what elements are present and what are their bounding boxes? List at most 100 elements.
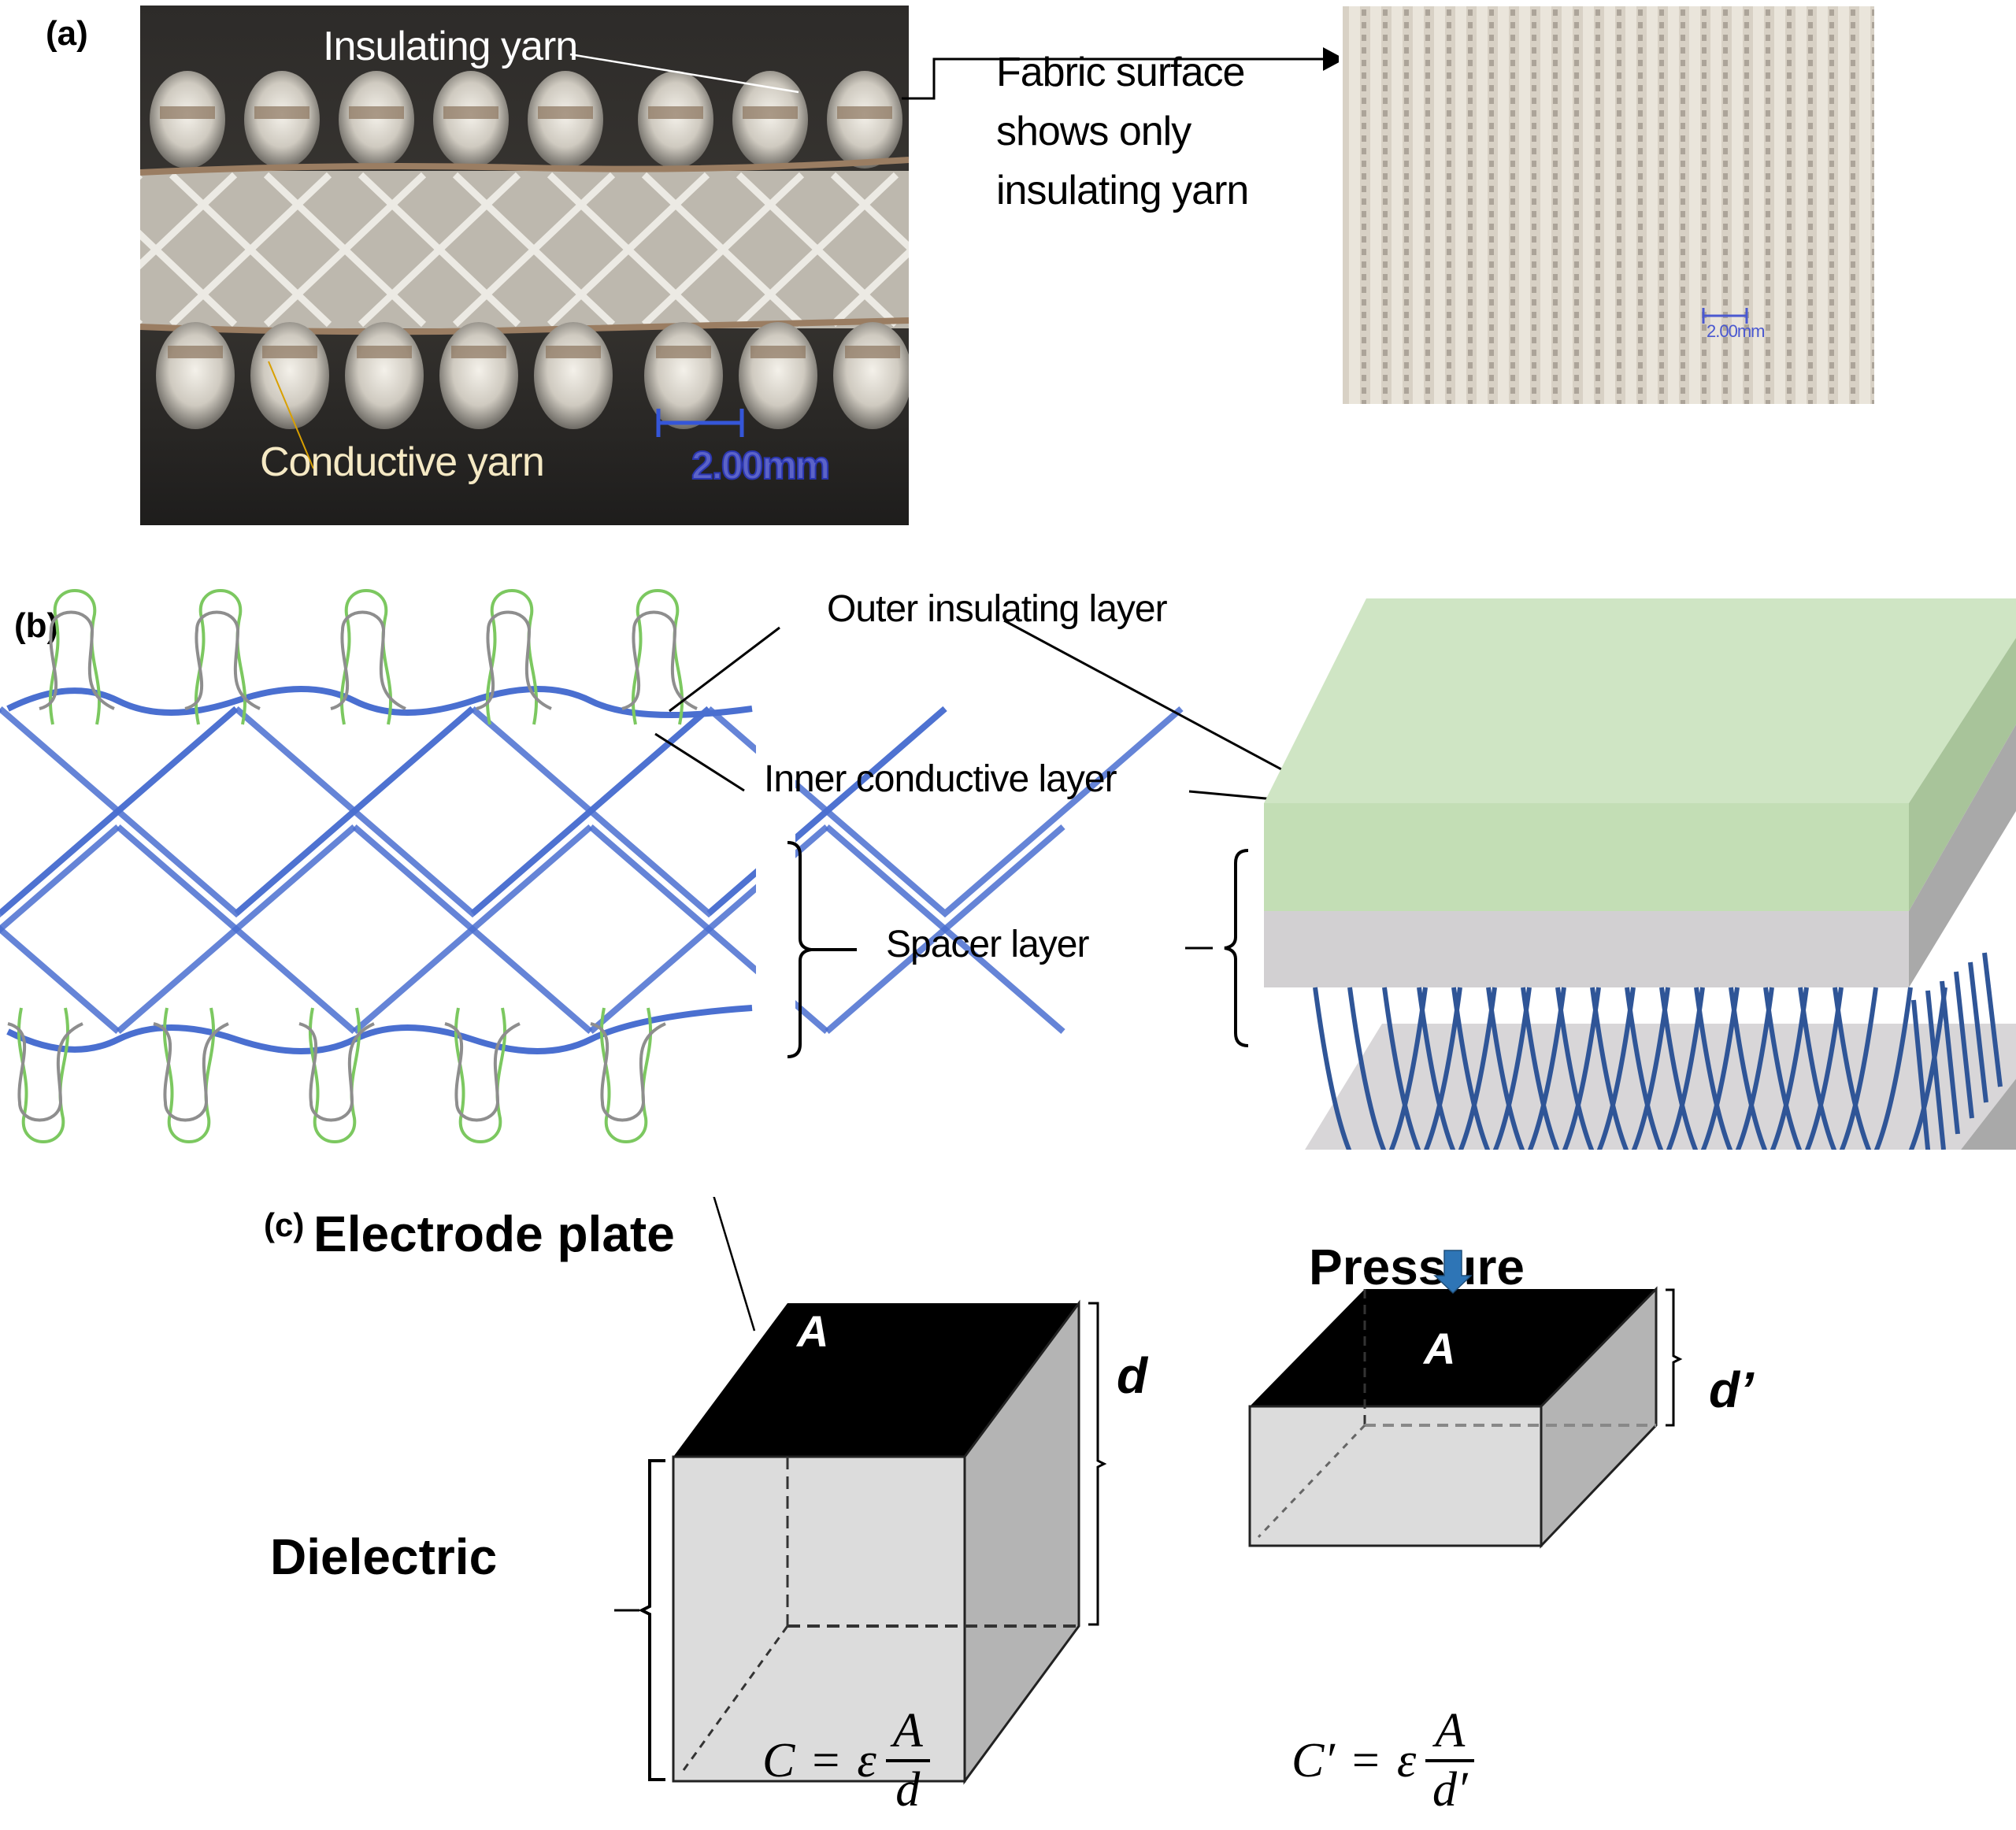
surface-gap-dot bbox=[1659, 299, 1664, 306]
surface-gap-dot bbox=[1510, 261, 1515, 268]
surface-gap-dot bbox=[1723, 110, 1728, 117]
surface-gap-dot bbox=[1851, 400, 1855, 404]
surface-rib bbox=[1859, 6, 1870, 404]
surface-gap-dot bbox=[1447, 362, 1451, 369]
surface-gap-dot bbox=[1617, 350, 1621, 356]
surface-gap-dot bbox=[1659, 148, 1664, 154]
surface-gap-dot bbox=[1574, 387, 1579, 394]
surface-gap-dot bbox=[1595, 186, 1600, 192]
surface-gap-dot bbox=[1447, 249, 1451, 255]
surface-scale-bar bbox=[1702, 308, 1748, 324]
layered-structure-3d bbox=[1264, 598, 2016, 1150]
surface-gap-dot bbox=[1553, 9, 1558, 16]
surface-gap-dot bbox=[1744, 173, 1749, 180]
surface-gap-dot bbox=[1425, 287, 1430, 293]
spacer-fiber bbox=[0, 824, 120, 934]
surface-gap-dot bbox=[1659, 287, 1664, 293]
surface-gap-dot bbox=[1468, 324, 1473, 331]
surface-gap-dot bbox=[1808, 85, 1813, 91]
surface-gap-dot bbox=[1787, 110, 1792, 117]
surface-gap-dot bbox=[1851, 123, 1855, 129]
surface-gap-dot bbox=[1851, 324, 1855, 331]
surface-gap-dot bbox=[1766, 350, 1770, 356]
formula-denominator: d bbox=[895, 1763, 921, 1817]
surface-gap-dot bbox=[1681, 249, 1685, 255]
spacer-fiber-loop bbox=[1625, 987, 1740, 1150]
surface-gap-dot bbox=[1744, 211, 1749, 217]
outer-insulating-loop bbox=[454, 1007, 506, 1143]
surface-gap-dot bbox=[1681, 123, 1685, 129]
surface-gap-dot bbox=[1829, 211, 1834, 217]
surface-gap-dot bbox=[1383, 387, 1388, 394]
surface-gap-dot bbox=[1808, 236, 1813, 243]
surface-gap-dot bbox=[1617, 375, 1621, 381]
surface-gap-dot bbox=[1638, 375, 1643, 381]
spacer-fiber-strand bbox=[1925, 990, 1946, 1150]
conductive-yarn-segment bbox=[349, 106, 404, 119]
surface-gap-dot bbox=[1851, 98, 1855, 104]
surface-gap-dot bbox=[1638, 72, 1643, 79]
surface-gap-dot bbox=[1383, 362, 1388, 369]
surface-gap-dot bbox=[1744, 236, 1749, 243]
surface-gap-dot bbox=[1659, 261, 1664, 268]
surface-gap-dot bbox=[1744, 60, 1749, 66]
capacitor-uncompressed bbox=[614, 1197, 1107, 1785]
surface-gap-dot bbox=[1638, 123, 1643, 129]
surface-gap-dot bbox=[1447, 337, 1451, 343]
surface-gap-dot bbox=[1510, 274, 1515, 280]
surface-gap-dot bbox=[1681, 261, 1685, 268]
surface-gap-dot bbox=[1553, 60, 1558, 66]
surface-gap-dot bbox=[1808, 72, 1813, 79]
surface-gap-dot bbox=[1362, 85, 1366, 91]
surface-gap-dot bbox=[1766, 211, 1770, 217]
surface-gap-dot bbox=[1532, 123, 1536, 129]
surface-gap-dot bbox=[1872, 211, 1874, 217]
surface-gap-dot bbox=[1744, 198, 1749, 205]
surface-gap-dot bbox=[1404, 211, 1409, 217]
surface-rib bbox=[1498, 6, 1509, 404]
surface-gap-dot bbox=[1532, 9, 1536, 16]
surface-gap-dot bbox=[1468, 312, 1473, 318]
surface-rib bbox=[1455, 6, 1466, 404]
surface-gap-dot bbox=[1447, 173, 1451, 180]
conductive-yarn-segment bbox=[743, 106, 798, 119]
surface-gap-dot bbox=[1553, 186, 1558, 192]
surface-gap-dot bbox=[1744, 324, 1749, 331]
surface-gap-dot bbox=[1787, 261, 1792, 268]
surface-rib bbox=[1710, 6, 1721, 404]
surface-gap-dot bbox=[1638, 261, 1643, 268]
surface-gap-dot bbox=[1425, 211, 1430, 217]
surface-gap-dot bbox=[1468, 72, 1473, 79]
surface-gap-dot bbox=[1362, 375, 1366, 381]
surface-gap-dot bbox=[1766, 337, 1770, 343]
surface-gap-dot bbox=[1510, 249, 1515, 255]
surface-gap-dot bbox=[1808, 224, 1813, 230]
surface-gap-dot bbox=[1872, 198, 1874, 205]
callout-text-line-2: shows only bbox=[996, 109, 1191, 154]
surface-gap-dot bbox=[1723, 98, 1728, 104]
surface-gap-dot bbox=[1723, 375, 1728, 381]
surface-gap-dot bbox=[1872, 224, 1874, 230]
surface-gap-dot bbox=[1468, 261, 1473, 268]
surface-gap-dot bbox=[1787, 60, 1792, 66]
surface-gap-dot bbox=[1681, 135, 1685, 142]
surface-gap-dot bbox=[1787, 123, 1792, 129]
surface-gap-dot bbox=[1510, 110, 1515, 117]
surface-gap-dot bbox=[1489, 47, 1494, 54]
surface-gap-dot bbox=[1404, 60, 1409, 66]
surface-gap-dot bbox=[1553, 173, 1558, 180]
surface-gap-dot bbox=[1681, 387, 1685, 394]
surface-gap-dot bbox=[1404, 299, 1409, 306]
surface-gap-dot bbox=[1702, 85, 1707, 91]
surface-gap-dot bbox=[1404, 249, 1409, 255]
surface-gap-dot bbox=[1510, 148, 1515, 154]
surface-gap-dot bbox=[1595, 299, 1600, 306]
surface-gap-dot bbox=[1766, 47, 1770, 54]
surface-gap-dot bbox=[1744, 299, 1749, 306]
surface-gap-dot bbox=[1851, 35, 1855, 41]
surface-rib bbox=[1732, 6, 1743, 404]
surface-gap-dot bbox=[1659, 98, 1664, 104]
surface-gap-dot bbox=[1574, 350, 1579, 356]
surface-gap-dot bbox=[1638, 148, 1643, 154]
surface-gap-dot bbox=[1447, 85, 1451, 91]
